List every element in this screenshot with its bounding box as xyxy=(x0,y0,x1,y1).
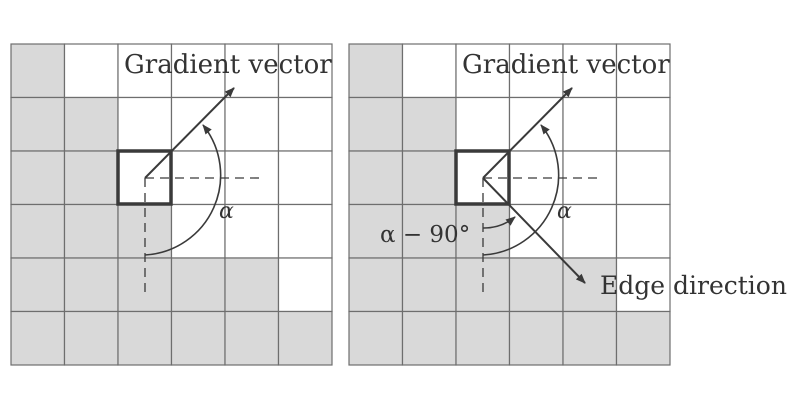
edge-direction-label: Edge direction xyxy=(600,271,787,300)
alpha-minus-90-angle-arc xyxy=(482,216,516,229)
alpha-label: α xyxy=(557,199,572,224)
center-pixel-highlight xyxy=(116,149,173,206)
grid-cell-shaded xyxy=(348,257,404,313)
grid-cell-shaded xyxy=(508,310,564,366)
grid-cell-shaded xyxy=(562,257,618,313)
alpha-label: α xyxy=(219,199,234,224)
grid-cell-shaded xyxy=(348,310,404,366)
alpha-angle-arc xyxy=(144,124,222,256)
grid-cell-white xyxy=(615,257,671,313)
grid-cell-white xyxy=(277,43,333,99)
grid-cell-white xyxy=(615,96,671,152)
grid-cell-shaded xyxy=(348,96,404,152)
grid-cell-shaded xyxy=(10,257,66,313)
grid-cell-white xyxy=(615,203,671,259)
grid-cell-shaded xyxy=(348,43,404,99)
grid-cell-shaded xyxy=(170,257,226,313)
grid-cell-shaded xyxy=(277,310,333,366)
grid-cell-shaded xyxy=(63,96,119,152)
gradient-vector-label: Gradient vector xyxy=(462,50,670,80)
right-panel: Gradient vector α α − 90° Edge direction xyxy=(348,43,787,366)
grid-cell-shaded xyxy=(401,150,457,206)
pixel-grid-left xyxy=(10,43,333,366)
grid-cell-shaded xyxy=(615,310,671,366)
grid-cell-shaded xyxy=(401,257,457,313)
grid-cell-white xyxy=(455,96,511,152)
grid-cell-white xyxy=(170,203,226,259)
grid-cell-white xyxy=(277,203,333,259)
grid-cell-shaded xyxy=(401,96,457,152)
grid-cell-shaded xyxy=(224,257,280,313)
grid-cell-white xyxy=(615,150,671,206)
grid-cell-shaded xyxy=(10,310,66,366)
gradient-vector-label: Gradient vector xyxy=(124,50,332,80)
grid-cell-shaded xyxy=(170,310,226,366)
grid-cell-shaded xyxy=(63,150,119,206)
grid-cell-shaded xyxy=(10,96,66,152)
grid-cell-shaded xyxy=(117,310,173,366)
grid-cell-shaded xyxy=(63,203,119,259)
edge-direction-arrow xyxy=(482,177,586,284)
gradient-vector-arrow xyxy=(482,87,573,179)
grid-cell-white xyxy=(562,96,618,152)
grid-cell-white xyxy=(277,96,333,152)
grid-cell-white xyxy=(277,257,333,313)
left-panel: Gradient vector α xyxy=(10,43,333,366)
grid-cell-white xyxy=(562,203,618,259)
grid-cell-white xyxy=(224,96,280,152)
grid-cell-white xyxy=(401,43,457,99)
grid-cell-white xyxy=(63,43,119,99)
alpha-minus-90-label: α − 90° xyxy=(380,222,470,248)
grid-cell-white xyxy=(224,203,280,259)
grid-cell-shaded xyxy=(455,310,511,366)
grid-cell-shaded xyxy=(10,203,66,259)
grid-cell-shaded xyxy=(348,150,404,206)
alpha-angle-arc xyxy=(482,124,560,256)
grid-cell-shaded xyxy=(10,43,66,99)
gradient-vector-arrow xyxy=(144,87,235,179)
grid-cell-shaded xyxy=(401,310,457,366)
grid-cell-shaded xyxy=(10,150,66,206)
grid-cell-shaded xyxy=(63,310,119,366)
center-pixel-highlight xyxy=(454,149,511,206)
grid-cell-shaded xyxy=(508,257,564,313)
grid-cell-shaded xyxy=(63,257,119,313)
grid-cell-shaded xyxy=(224,310,280,366)
grid-cell-shaded xyxy=(401,203,457,259)
grid-cell-white xyxy=(117,96,173,152)
grid-cell-white xyxy=(277,150,333,206)
grid-cell-shaded xyxy=(562,310,618,366)
